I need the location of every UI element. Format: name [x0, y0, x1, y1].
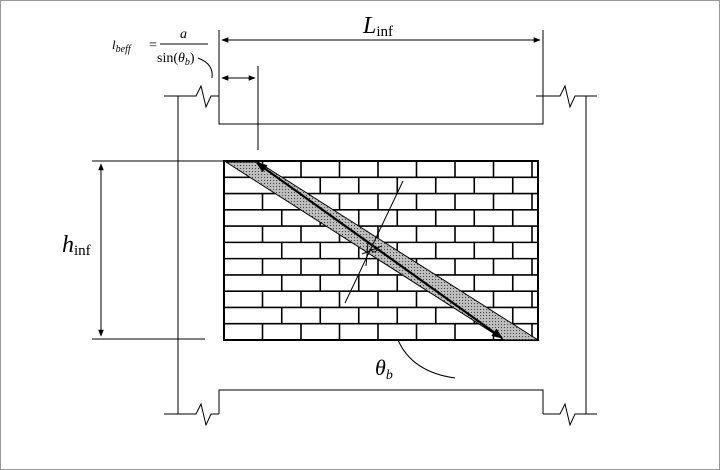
angle-label: θb	[375, 355, 393, 383]
svg-text:lbeff: lbeff	[112, 37, 132, 55]
strut-force-arrow	[256, 162, 503, 339]
bottom-beam	[164, 389, 597, 427]
top-beam	[164, 84, 597, 125]
strut-width-dimension	[344, 180, 404, 304]
length-label: Linf	[362, 13, 393, 40]
height-label: hinf	[62, 232, 91, 259]
length-dimension	[218, 30, 544, 96]
svg-text:sin(θb): sin(θb)	[157, 51, 195, 68]
effective-width-formula: lbeff = a sin(θb)	[112, 27, 208, 68]
angle-leader	[397, 339, 456, 379]
height-dimension	[92, 160, 224, 340]
effective-width-dimension	[197, 57, 259, 150]
svg-text:=: =	[149, 38, 157, 53]
svg-text:a: a	[180, 27, 187, 42]
